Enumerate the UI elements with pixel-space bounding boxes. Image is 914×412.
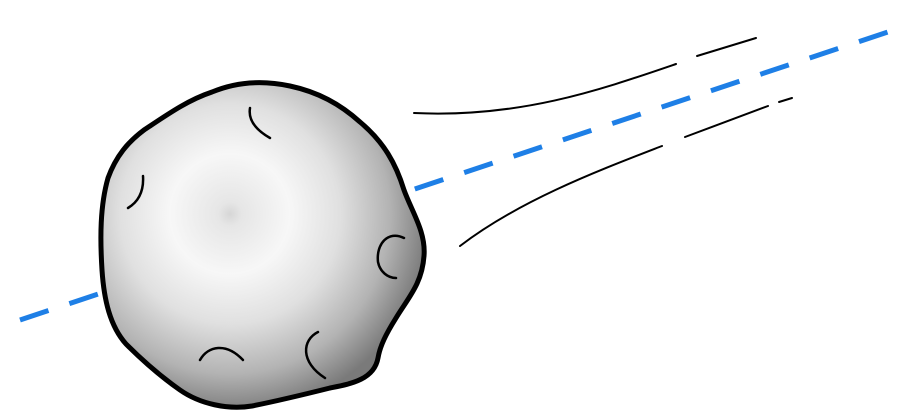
trail-line-lower bbox=[459, 145, 663, 247]
crater-bottom-right bbox=[304, 330, 327, 380]
motion-trail bbox=[413, 37, 793, 247]
asteroid-body bbox=[98, 80, 427, 410]
crater-left bbox=[126, 174, 145, 210]
trail-line-upper-dash bbox=[696, 37, 757, 57]
trail-line-upper bbox=[413, 63, 677, 115]
trail-line-lower-dot bbox=[778, 97, 793, 103]
crater-top bbox=[248, 106, 272, 140]
trail-line-lower-dash bbox=[684, 105, 769, 138]
crater-bottom-left bbox=[198, 346, 245, 362]
craters bbox=[126, 106, 406, 380]
crater-right bbox=[376, 234, 406, 280]
